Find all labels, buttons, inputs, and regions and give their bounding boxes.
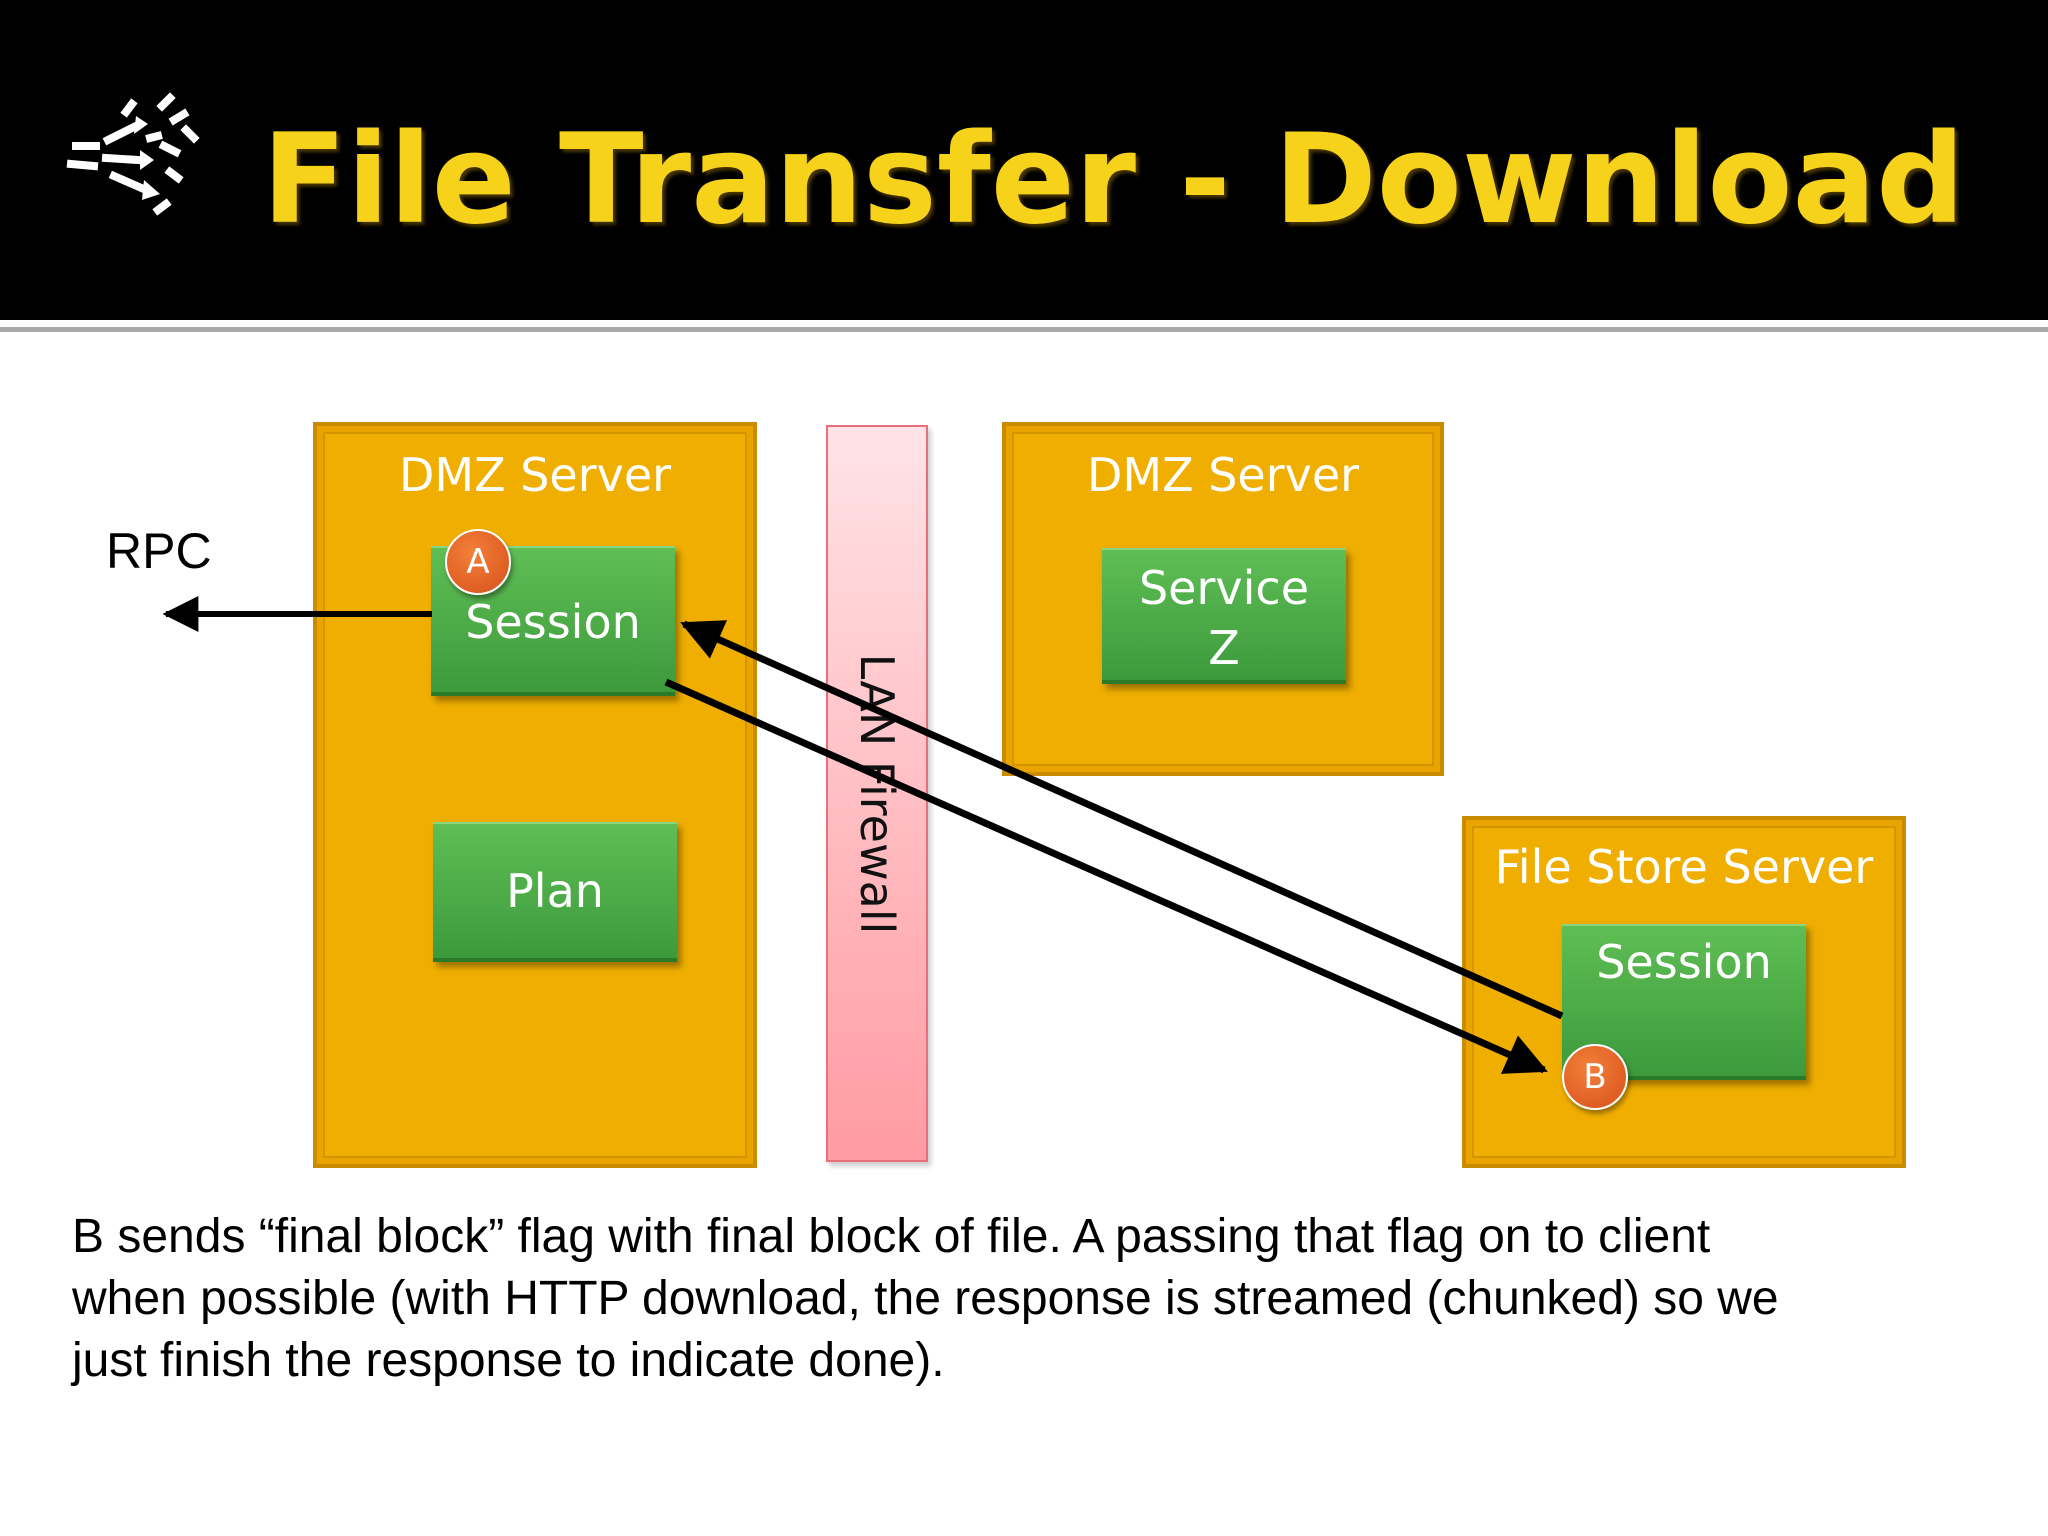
slide-title: File Transfer - Download xyxy=(262,108,1965,252)
dmz-server-left: DMZ Server Session Plan xyxy=(313,422,757,1168)
service-z-line2: Z xyxy=(1208,621,1240,675)
slide-header: File Transfer - Download xyxy=(0,0,2048,320)
rpc-label: RPC xyxy=(106,523,212,579)
scatter-arrows-icon xyxy=(66,92,200,216)
header-divider xyxy=(0,320,2048,327)
plan-label: Plan xyxy=(506,864,604,918)
service-z-line1: Service xyxy=(1138,561,1309,615)
header-divider-shadow xyxy=(0,327,2048,332)
plan-box: Plan xyxy=(433,822,677,962)
file-store-server-label: File Store Server xyxy=(1494,840,1874,894)
lan-firewall-label: LAN Firewall xyxy=(850,653,904,934)
caption-line-1: B sends “final block” flag with final bl… xyxy=(72,1210,1711,1263)
service-z-box: Service Z xyxy=(1102,548,1346,684)
badge-a: A xyxy=(445,529,511,595)
lan-firewall: LAN Firewall xyxy=(826,425,928,1162)
file-store-server: File Store Server Session xyxy=(1462,816,1906,1168)
session-b-label: Session xyxy=(1596,935,1772,989)
badge-b: B xyxy=(1562,1044,1628,1110)
session-a-label: Session xyxy=(465,595,641,649)
caption-line-2: when possible (with HTTP download, the r… xyxy=(72,1272,1779,1325)
caption-line-3: just finish the response to indicate don… xyxy=(72,1334,945,1387)
slide-caption: B sends “final block” flag with final bl… xyxy=(72,1206,1992,1392)
dmz-server-right: DMZ Server Service Z xyxy=(1002,422,1444,776)
dmz-server-left-label: DMZ Server xyxy=(398,448,672,502)
dmz-server-right-label: DMZ Server xyxy=(1086,448,1360,502)
